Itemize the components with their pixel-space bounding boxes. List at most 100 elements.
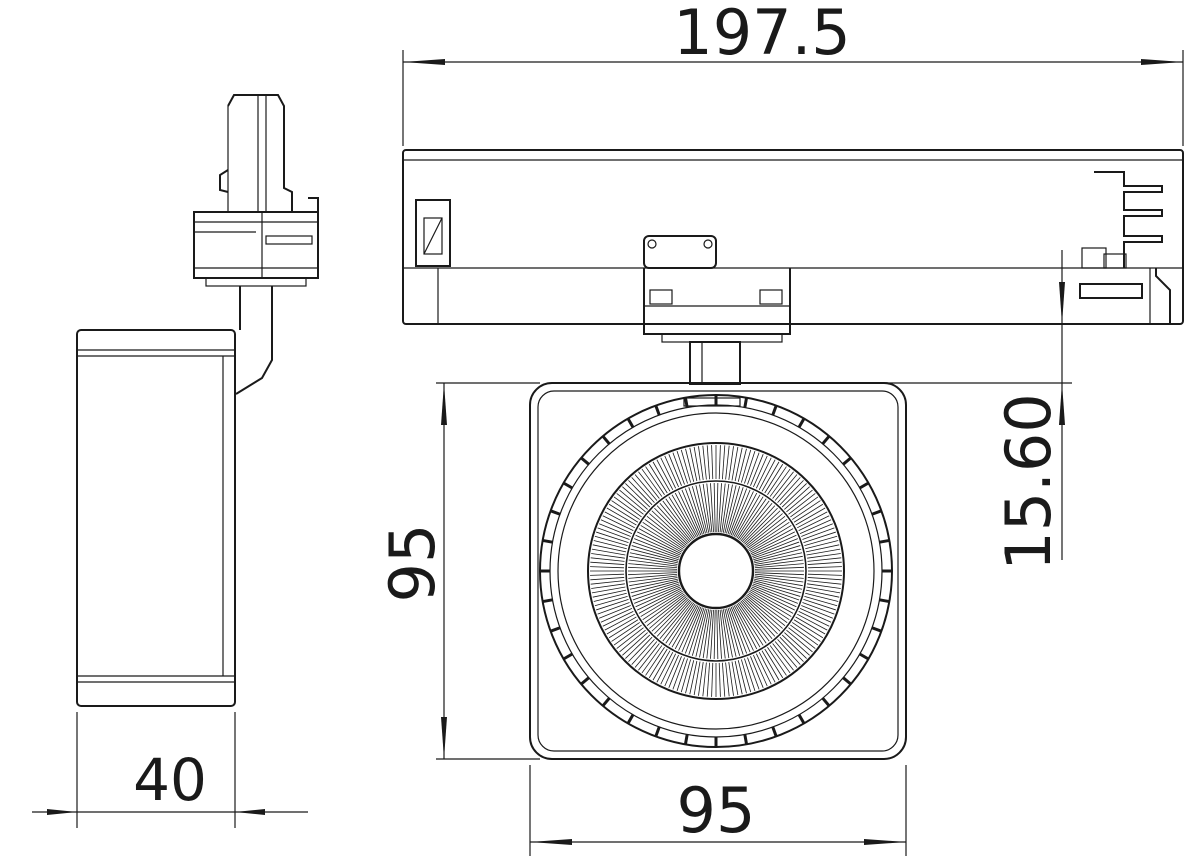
- reflector-fin-inner: [651, 510, 688, 545]
- reflector-fin-inner: [671, 494, 697, 538]
- reflector-fin-inner: [668, 496, 696, 539]
- reflector-fin-outer: [797, 613, 828, 631]
- reflector-fin-outer: [764, 463, 784, 494]
- reflector-fin-outer: [805, 544, 840, 553]
- reflector-fin-outer: [664, 455, 679, 488]
- reflector-fin-inner: [632, 583, 680, 601]
- ring-notch: [542, 538, 553, 544]
- reflector-fin-inner: [754, 552, 803, 564]
- reflector-fin-inner: [737, 498, 767, 540]
- reflector-fin-outer: [616, 493, 644, 515]
- reflector-fin-outer: [698, 446, 704, 480]
- ring-notch: [683, 734, 689, 745]
- ring-notch: [626, 417, 635, 428]
- reflector-fin-outer: [779, 636, 804, 662]
- reflector-fin-inner: [678, 491, 700, 536]
- reflector-fin-inner: [635, 586, 681, 608]
- reflector-fin-outer: [734, 447, 743, 482]
- reflector-fin-outer: [755, 457, 772, 489]
- ring-notch: [797, 714, 806, 725]
- reflector-fin-outer: [689, 660, 698, 695]
- reflector-fin-outer: [761, 650, 780, 681]
- ring-notch: [771, 726, 778, 737]
- reflector-fin-outer: [799, 608, 832, 623]
- reflector-fin-outer: [784, 486, 810, 510]
- reflector-fin-inner: [678, 606, 700, 651]
- reflector-fin-inner: [702, 609, 711, 659]
- ring-notch: [580, 456, 590, 466]
- reflector-fin-outer: [777, 639, 801, 665]
- reflector-fin-inner: [642, 521, 684, 550]
- reflector-fin-outer: [750, 656, 764, 688]
- ring-notch: [743, 734, 749, 745]
- reflector-fin-inner: [753, 580, 802, 594]
- ring-notch: [879, 538, 890, 544]
- center-adapter: [643, 235, 791, 385]
- ring-notch: [601, 435, 611, 445]
- reflector-fin-outer: [693, 446, 701, 481]
- reflector-fin-inner: [668, 603, 696, 646]
- reflector-fin-outer: [807, 561, 842, 565]
- reflector-fin-outer: [807, 577, 842, 581]
- reflector-fin-inner: [749, 525, 792, 552]
- reflector-fin-outer: [798, 610, 830, 627]
- reflector-fin-outer: [799, 519, 832, 534]
- reflector-fin-inner: [662, 601, 693, 642]
- reflector-fin-inner: [631, 581, 679, 597]
- reflector-fin-outer: [660, 457, 677, 489]
- reflector-fin-outer: [774, 474, 798, 501]
- reflector-fin-inner: [746, 516, 786, 548]
- reflector-fin-outer: [619, 629, 646, 653]
- reflector-fin-outer: [747, 657, 760, 690]
- reflector-fin-inner: [632, 541, 680, 559]
- reflector-fin-inner: [722, 484, 733, 533]
- reflector-fin-inner: [636, 587, 682, 611]
- reflector-fin-inner: [730, 489, 751, 536]
- reflector-fin-outer: [590, 580, 625, 585]
- reflector-fin-outer: [590, 573, 625, 576]
- reflector-fin-inner: [695, 608, 708, 657]
- ring-notch: [683, 397, 689, 408]
- reflector-fin-inner: [684, 607, 703, 654]
- reflector-fin-outer: [613, 624, 642, 646]
- dimension-height: 95: [376, 382, 540, 760]
- reflector-fin-outer: [795, 616, 826, 635]
- reflector-fin-outer: [616, 627, 644, 649]
- reflector-fin-inner: [649, 513, 687, 546]
- reflector-fin-outer: [772, 643, 794, 671]
- reflector-fin-outer: [656, 459, 674, 490]
- ring-notch: [771, 405, 778, 416]
- reflector-fin-outer: [807, 553, 841, 559]
- reflector-fin-outer: [606, 616, 637, 635]
- reflector-fin-outer: [702, 662, 707, 697]
- reflector-fin-outer: [652, 650, 671, 681]
- reflector-fin-outer: [702, 445, 707, 480]
- reflector-fin-inner: [752, 583, 800, 601]
- reflector-fin-inner: [751, 534, 797, 556]
- reflector-fin-inner: [629, 578, 678, 590]
- reflector-fin-outer: [807, 573, 842, 576]
- reflector-fin-inner: [695, 485, 708, 534]
- reflector-fin-inner: [726, 486, 741, 534]
- reflector-fin-outer: [802, 527, 835, 540]
- reflector-fin-inner: [724, 608, 737, 657]
- reflector-fin-outer: [725, 662, 730, 697]
- reflector-fin-inner: [749, 590, 792, 617]
- ring-notch: [821, 697, 831, 707]
- ring-notch: [871, 626, 882, 633]
- lens-ring: [557, 412, 875, 730]
- reflector-fin-outer: [591, 553, 625, 559]
- reflector-fin-inner: [630, 580, 679, 594]
- light-body: [529, 382, 907, 760]
- reflector-fin-inner: [732, 491, 754, 536]
- reflector-fin-inner: [727, 487, 744, 535]
- reflector-fin-inner: [750, 587, 796, 611]
- reflector-fin-outer: [772, 471, 794, 499]
- reflector-fin-outer: [801, 523, 833, 537]
- reflector-fin-inner: [638, 528, 683, 553]
- reflector-fin-inner: [741, 505, 776, 543]
- reflector-fin-outer: [777, 477, 801, 503]
- reflector-fin-outer: [668, 454, 682, 486]
- reflector-fin-inner: [659, 502, 692, 542]
- reflector-fin-inner: [743, 507, 778, 544]
